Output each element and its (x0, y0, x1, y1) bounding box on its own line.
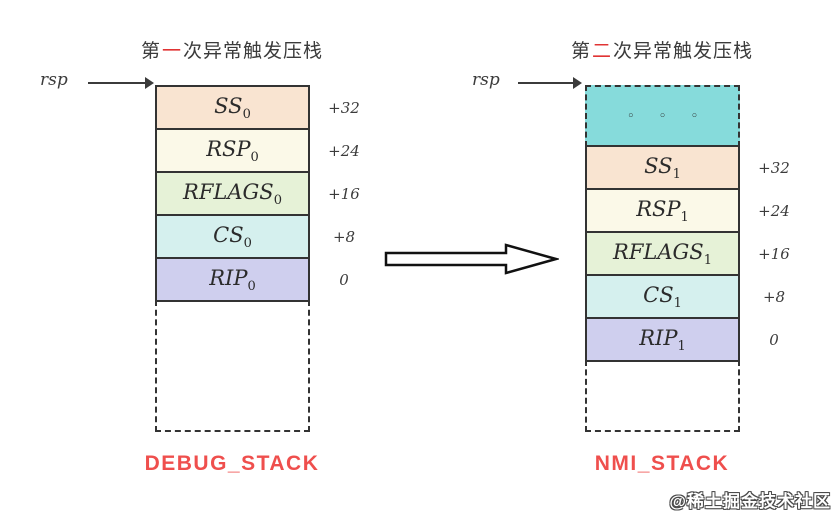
cell-label: RFLAGS0 (183, 179, 282, 208)
stack-cell-previous-content: ◦ ◦ ◦ (585, 85, 740, 147)
offset-label: +24 (758, 201, 790, 220)
cell-label: RIP1 (639, 325, 686, 354)
debug-stack: SS0 +32 RSP0 +24 RFLAGS0 +16 CS0 +8 RIP0… (155, 85, 360, 432)
stack-cell-cs1: CS1 +8 (585, 274, 785, 319)
right-rsp-arrow-head (573, 77, 582, 89)
right-title: 第二次异常触发压栈 (512, 36, 812, 63)
cell-label: RFLAGS1 (613, 239, 712, 268)
transition-arrow (384, 243, 561, 280)
offset-label: +24 (328, 141, 360, 160)
offset-label: 0 (339, 270, 349, 289)
stack-cell-rflags1: RFLAGS1 +16 (585, 231, 790, 276)
debug-stack-name: DEBUG_STACK (144, 452, 320, 475)
nmi-stack-name: NMI_STACK (594, 452, 730, 475)
offset-label: +32 (758, 158, 790, 177)
offset-label: +16 (758, 244, 790, 263)
stack-cell-rsp1: RSP1 +24 (585, 188, 790, 233)
left-title-suffix: 次异常触发压栈 (183, 41, 324, 62)
stack-cell-rip1: RIP1 0 (585, 317, 779, 362)
right-rsp-pointer: rsp (472, 70, 585, 94)
stack-cell-rip0: RIP0 0 (155, 257, 349, 302)
left-rsp-pointer: rsp (40, 70, 155, 94)
stack-cell-ss0: SS0 +32 (155, 85, 360, 130)
right-title-prefix: 第 (570, 41, 591, 62)
cell-label: SS0 (214, 93, 251, 122)
offset-label: 0 (769, 330, 779, 349)
nmi-stack: ◦ ◦ ◦ SS1 +32 RSP1 +24 RFLAGS1 +16 CS1 +… (585, 85, 790, 432)
left-rsp-arrow-head (145, 77, 154, 89)
left-title: 第一次异常触发压栈 (82, 36, 382, 63)
right-title-numeral: 二 (591, 41, 612, 62)
stack-cell-rflags0: RFLAGS0 +16 (155, 171, 360, 216)
cell-label: RIP0 (209, 265, 256, 294)
offset-label: +16 (328, 184, 360, 203)
left-rsp-arrow-line (88, 82, 146, 84)
cell-label: CS1 (643, 282, 682, 311)
right-title-suffix: 次异常触发压栈 (613, 41, 754, 62)
right-rsp-label: rsp (472, 70, 500, 90)
ellipsis-dots: ◦ ◦ ◦ (626, 108, 709, 124)
offset-label: +32 (328, 98, 360, 117)
left-title-prefix: 第 (140, 41, 161, 62)
debug-stack-free-space (155, 300, 310, 432)
cell-label: RSP0 (206, 136, 259, 165)
stack-cell-rsp0: RSP0 +24 (155, 128, 360, 173)
offset-label: +8 (762, 287, 786, 306)
cell-label: CS0 (213, 222, 252, 251)
offset-label: +8 (332, 227, 356, 246)
stack-cell-ss1: SS1 +32 (585, 145, 790, 190)
left-title-numeral: 一 (161, 41, 182, 62)
watermark: @稀土掘金技术社区 (669, 492, 831, 511)
stack-cell-cs0: CS0 +8 (155, 214, 355, 259)
cell-label: SS1 (644, 153, 681, 182)
right-rsp-arrow-line (518, 82, 574, 84)
cell-label: RSP1 (636, 196, 689, 225)
left-rsp-label: rsp (40, 70, 68, 90)
right-block-arrow-icon (384, 243, 561, 275)
nmi-stack-free-space (585, 360, 740, 432)
